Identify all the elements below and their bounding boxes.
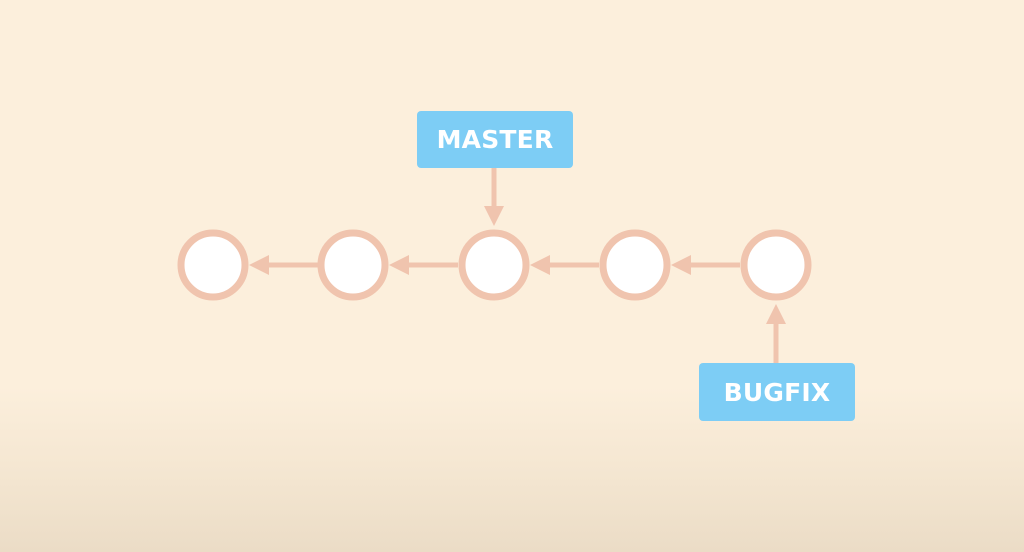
- branch-pointers: [484, 168, 786, 363]
- commit-node[interactable]: [458, 229, 530, 301]
- commit-node[interactable]: [177, 229, 249, 301]
- branch-label-master[interactable]: MASTER: [417, 111, 573, 168]
- commit-nodes: [177, 229, 812, 301]
- branch-label-bugfix[interactable]: BUGFIX: [699, 363, 855, 421]
- commit-node[interactable]: [740, 229, 812, 301]
- commit-node[interactable]: [317, 229, 389, 301]
- commit-node[interactable]: [599, 229, 671, 301]
